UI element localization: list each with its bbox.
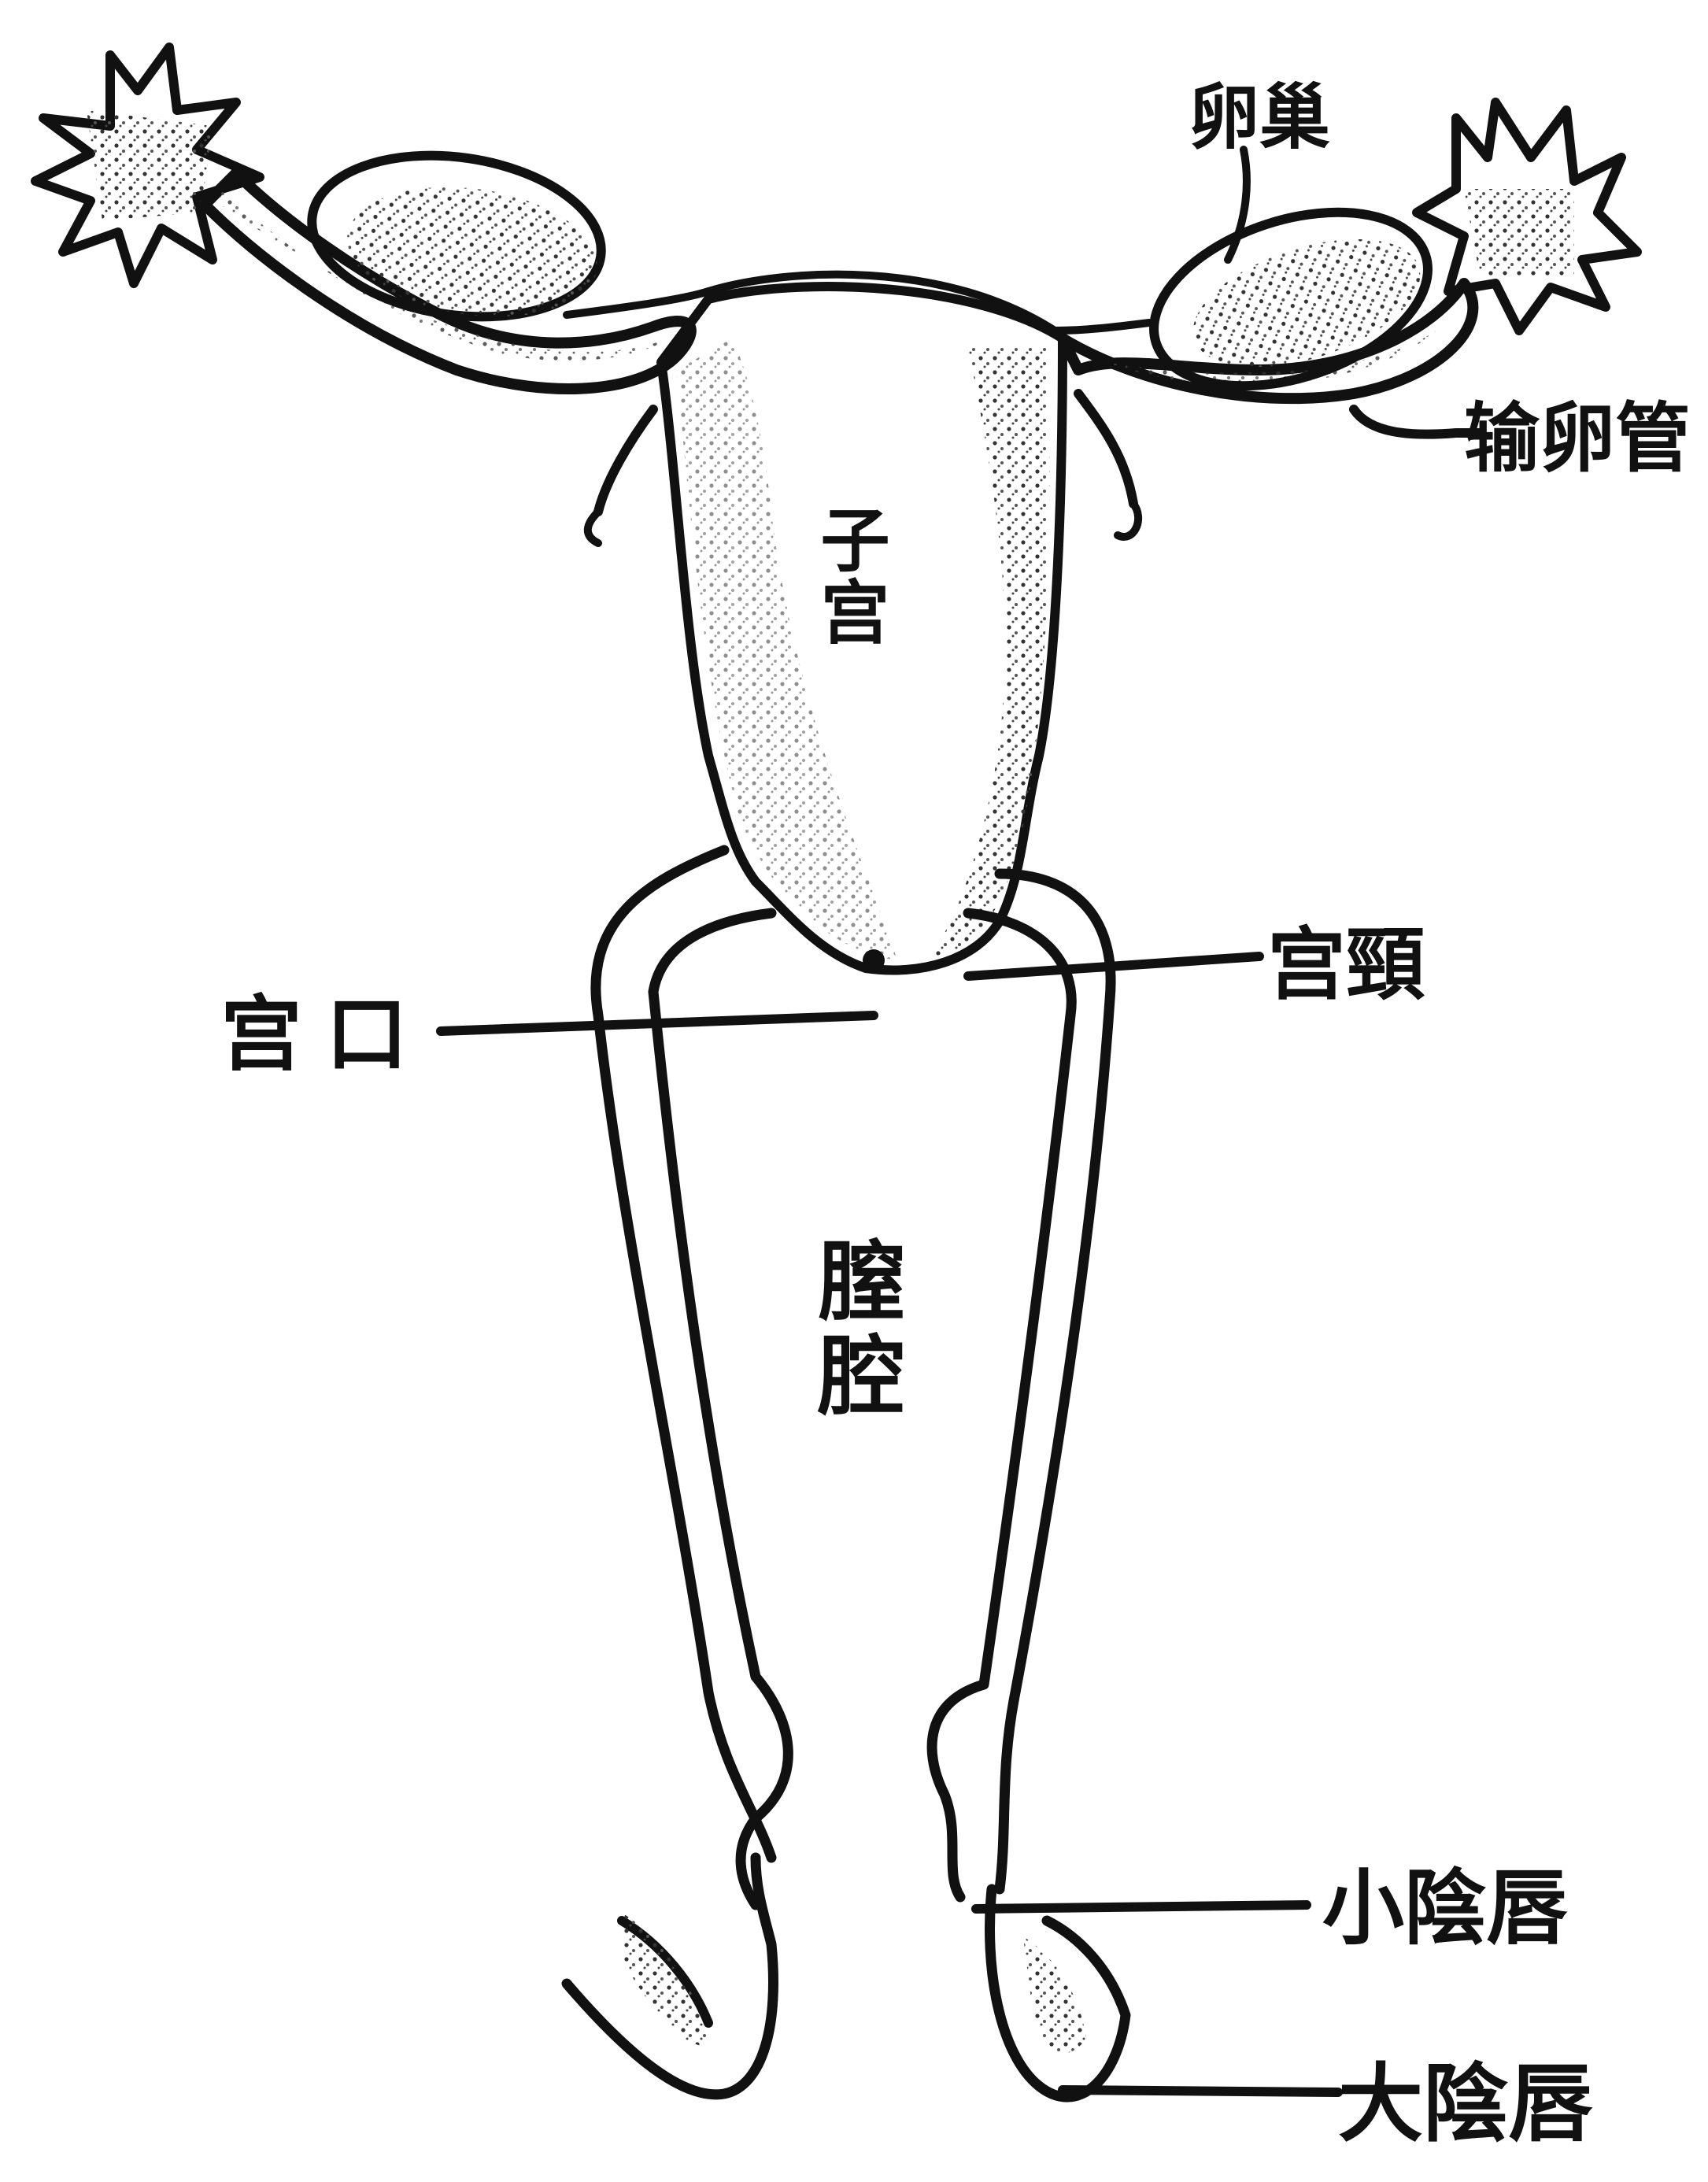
cervix-label: 宫頸 <box>1267 918 1425 1011</box>
fallopian-tube-label: 输卵管 <box>1464 394 1691 483</box>
labia-minora-leader <box>976 1905 1307 1909</box>
vagina-label: 膣腔 <box>804 1236 906 1425</box>
cervical-os-label: 宫口 <box>220 986 431 1082</box>
labia <box>567 1858 1126 2097</box>
labia-majora-leader <box>1063 2090 1338 2092</box>
labia-majora-label: 大陰唇 <box>1338 2054 1593 2154</box>
leader-lines <box>441 150 1480 2092</box>
left-ovary <box>301 138 612 335</box>
fallopian-tube-leader <box>1354 409 1480 435</box>
labia-minora-label: 小陰唇 <box>1322 1859 1568 1956</box>
left-fimbriae <box>35 47 260 283</box>
ovary-label: 卵巢 <box>1189 76 1330 159</box>
uterus-label: 子宫 <box>809 504 891 649</box>
